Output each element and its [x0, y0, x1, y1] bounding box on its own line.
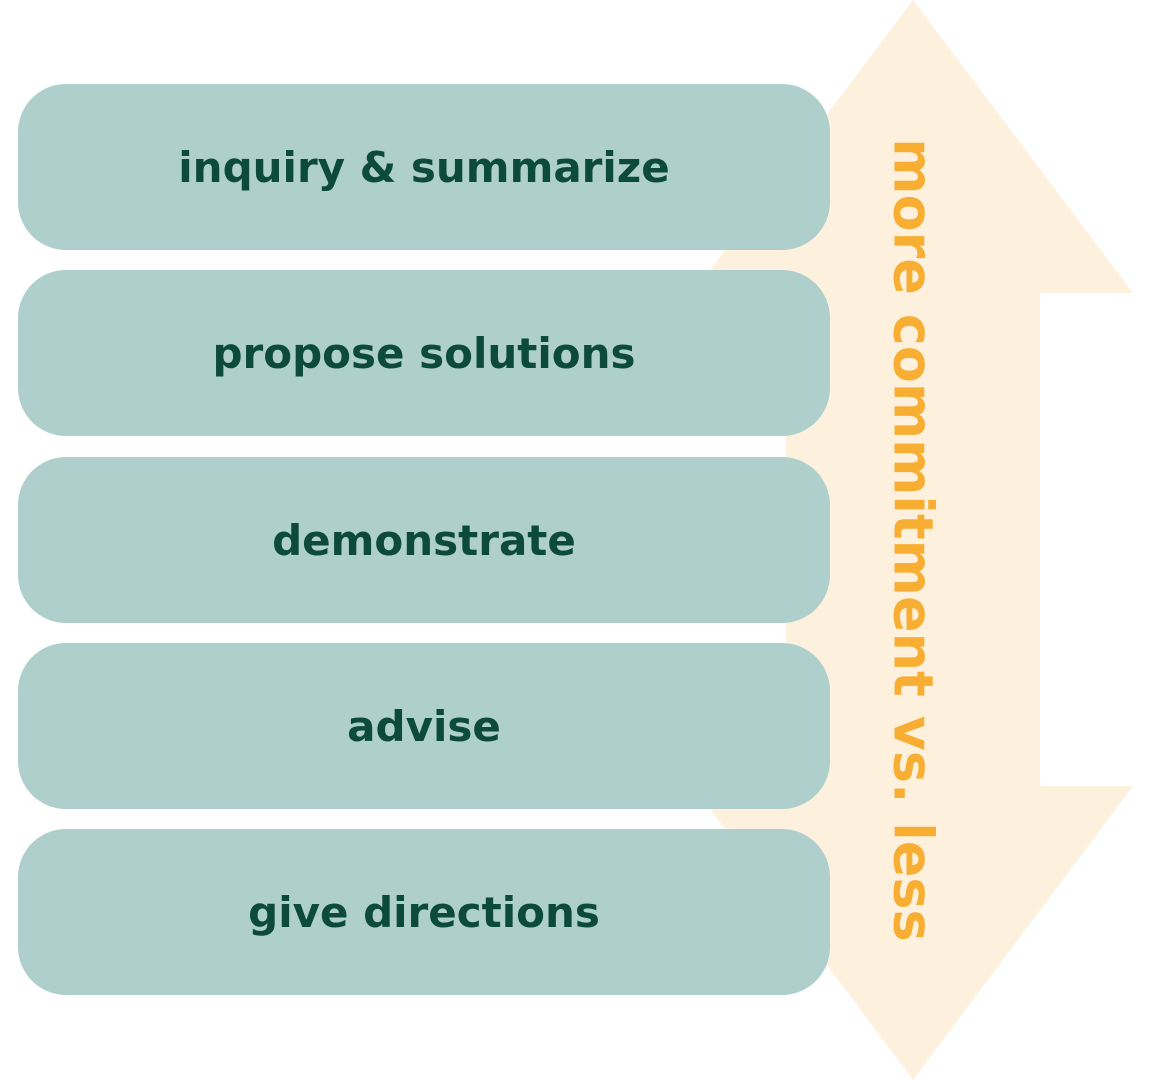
step-label: give directions [248, 887, 600, 937]
step-label: advise [347, 701, 501, 751]
step-label: demonstrate [272, 515, 576, 565]
arrow-label: more commitment vs. less [881, 138, 945, 942]
step-label: propose solutions [212, 328, 636, 378]
step-propose-solutions: propose solutions [18, 270, 830, 436]
step-demonstrate: demonstrate [18, 457, 830, 623]
step-inquiry-summarize: inquiry & summarize [18, 84, 830, 250]
step-advise: advise [18, 643, 830, 809]
arrow-shape [693, 0, 1133, 1080]
step-give-directions: give directions [18, 829, 830, 995]
step-label: inquiry & summarize [178, 142, 670, 192]
